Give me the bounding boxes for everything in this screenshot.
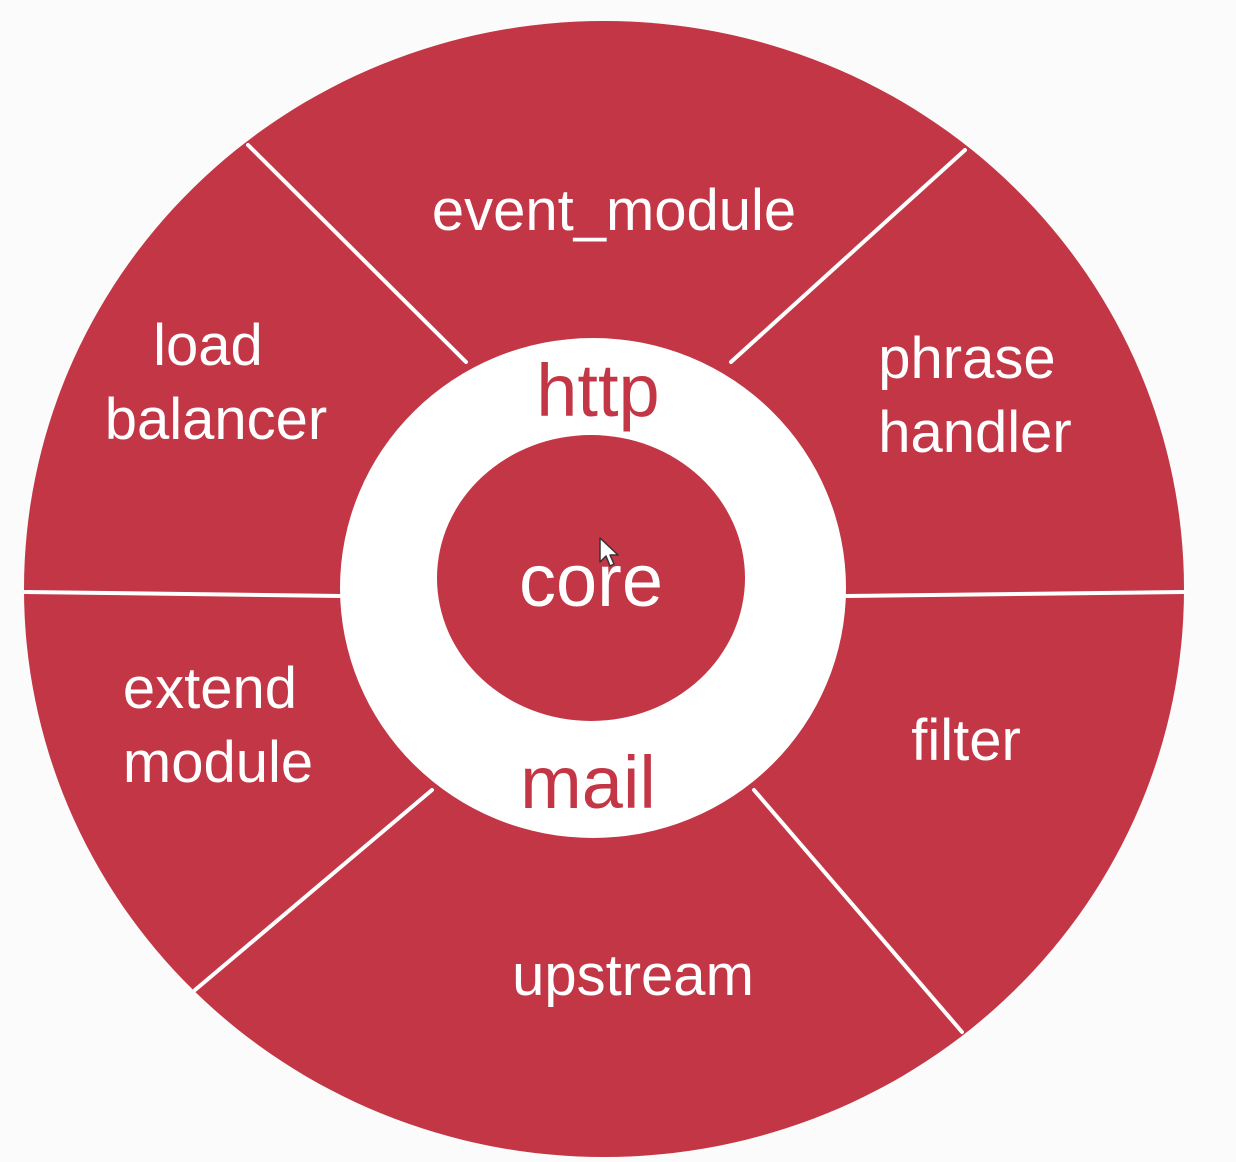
segment-label-load-balancer: load balancer xyxy=(105,313,327,452)
divider-bottom-right xyxy=(752,788,964,1034)
divider-top-left xyxy=(246,143,468,364)
core-circle xyxy=(437,435,745,721)
segment-label-event-module: event_module xyxy=(432,178,796,243)
ring-label-http: http xyxy=(536,349,659,432)
segment-label-filter: filter xyxy=(911,708,1021,773)
mouse-cursor-icon xyxy=(599,537,619,567)
divider-bottom-left xyxy=(193,788,434,992)
core-label: core xyxy=(519,539,663,622)
ring-label-mail: mail xyxy=(520,741,656,824)
segment-label-upstream: upstream xyxy=(512,943,754,1008)
divider-left xyxy=(22,590,344,598)
divider-right xyxy=(844,590,1186,598)
segment-label-extend-module: extend module xyxy=(123,656,313,795)
divider-top-right xyxy=(729,148,967,364)
segment-label-phrase-handler: phrase handler xyxy=(878,326,1071,465)
segment-dividers xyxy=(22,143,1186,1034)
